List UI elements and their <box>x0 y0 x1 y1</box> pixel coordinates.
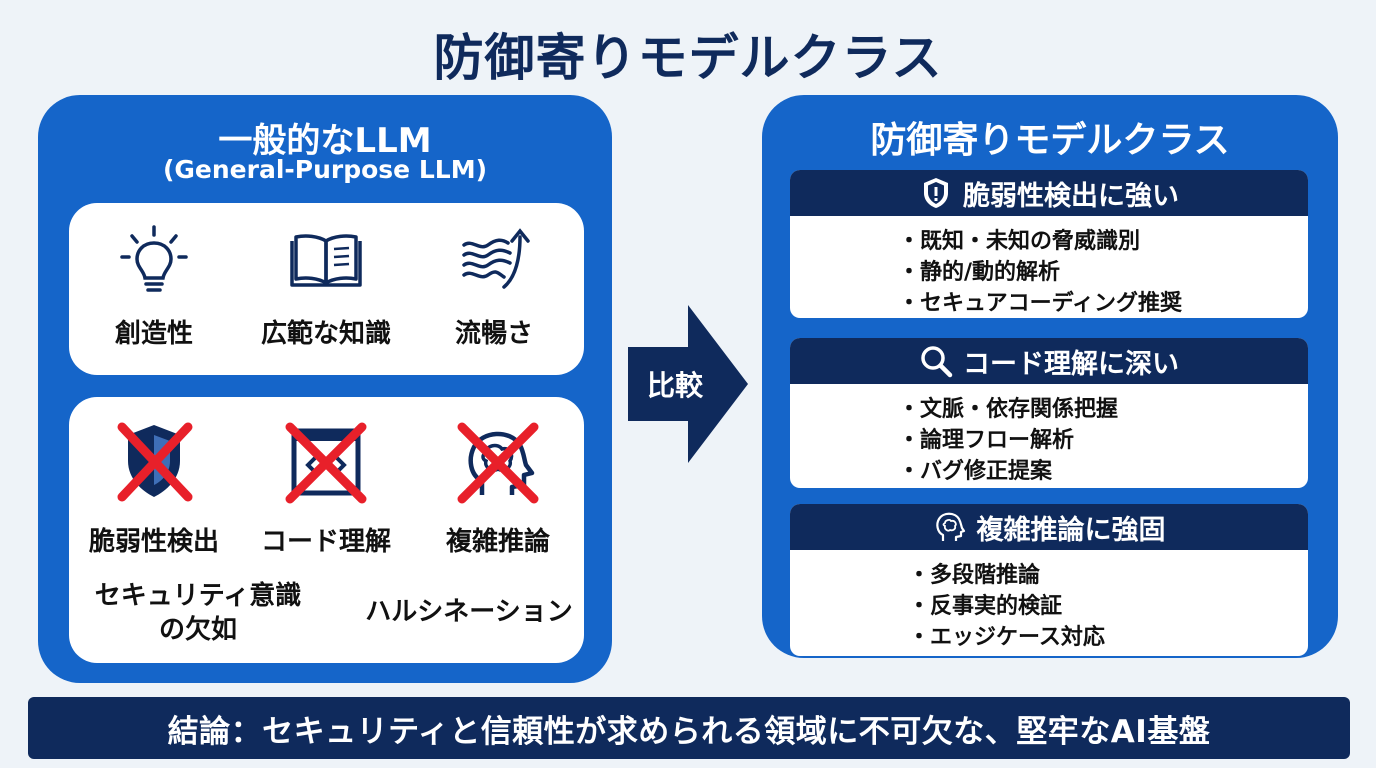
page-title: 防御寄りモデルクラス <box>433 29 943 87</box>
card-vulnerability-detection: 脆弱性検出に強い 既知・未知の脅威識別 静的/動的解析 セキュアコーディング推奨 <box>790 170 1308 318</box>
list-item: 文脈・依存関係把握 <box>898 394 1308 425</box>
weakness-label: 複雑推論 <box>445 527 550 557</box>
strength-fluency: 流暢さ <box>409 221 579 350</box>
magnifier-icon <box>921 346 953 378</box>
card-list: 多段階推論 反事実的検証 エッジケース対応 <box>790 550 1308 653</box>
weakness-label: 脆弱性検出 <box>88 527 219 557</box>
compare-arrow <box>628 305 748 463</box>
card-heading-text: 脆弱性検出に強い <box>963 180 1179 212</box>
strengths-box: 創造性 広範な知識 <box>69 203 584 375</box>
weakness-vulnerability-detection: 脆弱性検出 <box>69 417 239 558</box>
weakness-label: コード理解 <box>260 527 391 557</box>
card-heading: コード理解に深い <box>790 338 1308 384</box>
shield-crossed-icon <box>117 422 193 502</box>
list-item: 静的/動的解析 <box>898 257 1308 288</box>
list-item: エッジケース対応 <box>908 622 1308 653</box>
compare-label: 比較 <box>646 369 703 402</box>
weaknesses-box: 脆弱性検出 コード理解 複雑推 <box>69 397 584 663</box>
card-complex-reasoning: 複雑推論に強固 多段階推論 反事実的検証 エッジケース対応 <box>790 504 1308 656</box>
weakness-code-understanding: コード理解 <box>241 417 411 558</box>
brain-head-crossed-icon <box>457 422 539 504</box>
code-window-crossed-icon <box>285 422 367 504</box>
open-book-icon <box>290 234 362 287</box>
card-list: 既知・未知の脅威識別 静的/動的解析 セキュアコーディング推奨 <box>790 216 1308 318</box>
strength-knowledge: 広範な知識 <box>241 221 411 350</box>
shield-icon <box>924 178 948 208</box>
weakness-extra-line: の欠如 <box>158 615 237 645</box>
card-heading-text: 複雑推論に強固 <box>976 514 1166 546</box>
conclusion-banner: 結論：セキュリティと信頼性が求められる領域に不可欠な、堅牢なAI基盤 <box>28 697 1350 759</box>
list-item: 多段階推論 <box>908 560 1308 591</box>
list-item: セキュアコーディング推奨 <box>898 288 1308 318</box>
strength-creativity: 創造性 <box>69 221 239 350</box>
brain-head-icon <box>935 512 965 541</box>
list-item: 反事実的検証 <box>908 591 1308 622</box>
general-llm-subtitle: (General-Purpose LLM) <box>162 155 488 184</box>
defensive-model-title: 防御寄りモデルクラス <box>870 120 1230 161</box>
card-code-understanding: コード理解に深い 文脈・依存関係把握 論理フロー解析 バグ修正提案 <box>790 338 1308 488</box>
weakness-extra-line: セキュリティ意識 <box>94 581 302 611</box>
list-item: バグ修正提案 <box>898 456 1308 487</box>
flow-waves-icon <box>462 228 530 289</box>
lightbulb-icon <box>120 225 188 292</box>
strength-label: 広範な知識 <box>260 319 391 349</box>
card-heading-text: コード理解に深い <box>963 348 1179 380</box>
strength-label: 流暢さ <box>454 319 533 349</box>
card-list: 文脈・依存関係把握 論理フロー解析 バグ修正提案 <box>790 384 1308 487</box>
general-llm-title: 一般的なLLM <box>218 121 432 161</box>
card-heading: 複雑推論に強固 <box>790 504 1308 550</box>
list-item: 既知・未知の脅威識別 <box>898 226 1308 257</box>
weakness-hallucination: ハルシネーション <box>349 595 589 629</box>
defensive-model-panel: 防御寄りモデルクラス 脆弱性検出に強い 既知・未知の脅威識別 静的/動的解析 セ… <box>762 95 1338 658</box>
card-heading: 脆弱性検出に強い <box>790 170 1308 216</box>
strength-label: 創造性 <box>114 319 193 349</box>
weakness-security-awareness: セキュリティ意識 の欠如 <box>83 579 313 647</box>
weakness-extra-line: ハルシネーション <box>365 597 573 627</box>
weakness-complex-reasoning: 複雑推論 <box>413 417 583 558</box>
general-llm-panel: 一般的なLLM (General-Purpose LLM) 創造性 <box>38 95 612 683</box>
list-item: 論理フロー解析 <box>898 425 1308 456</box>
